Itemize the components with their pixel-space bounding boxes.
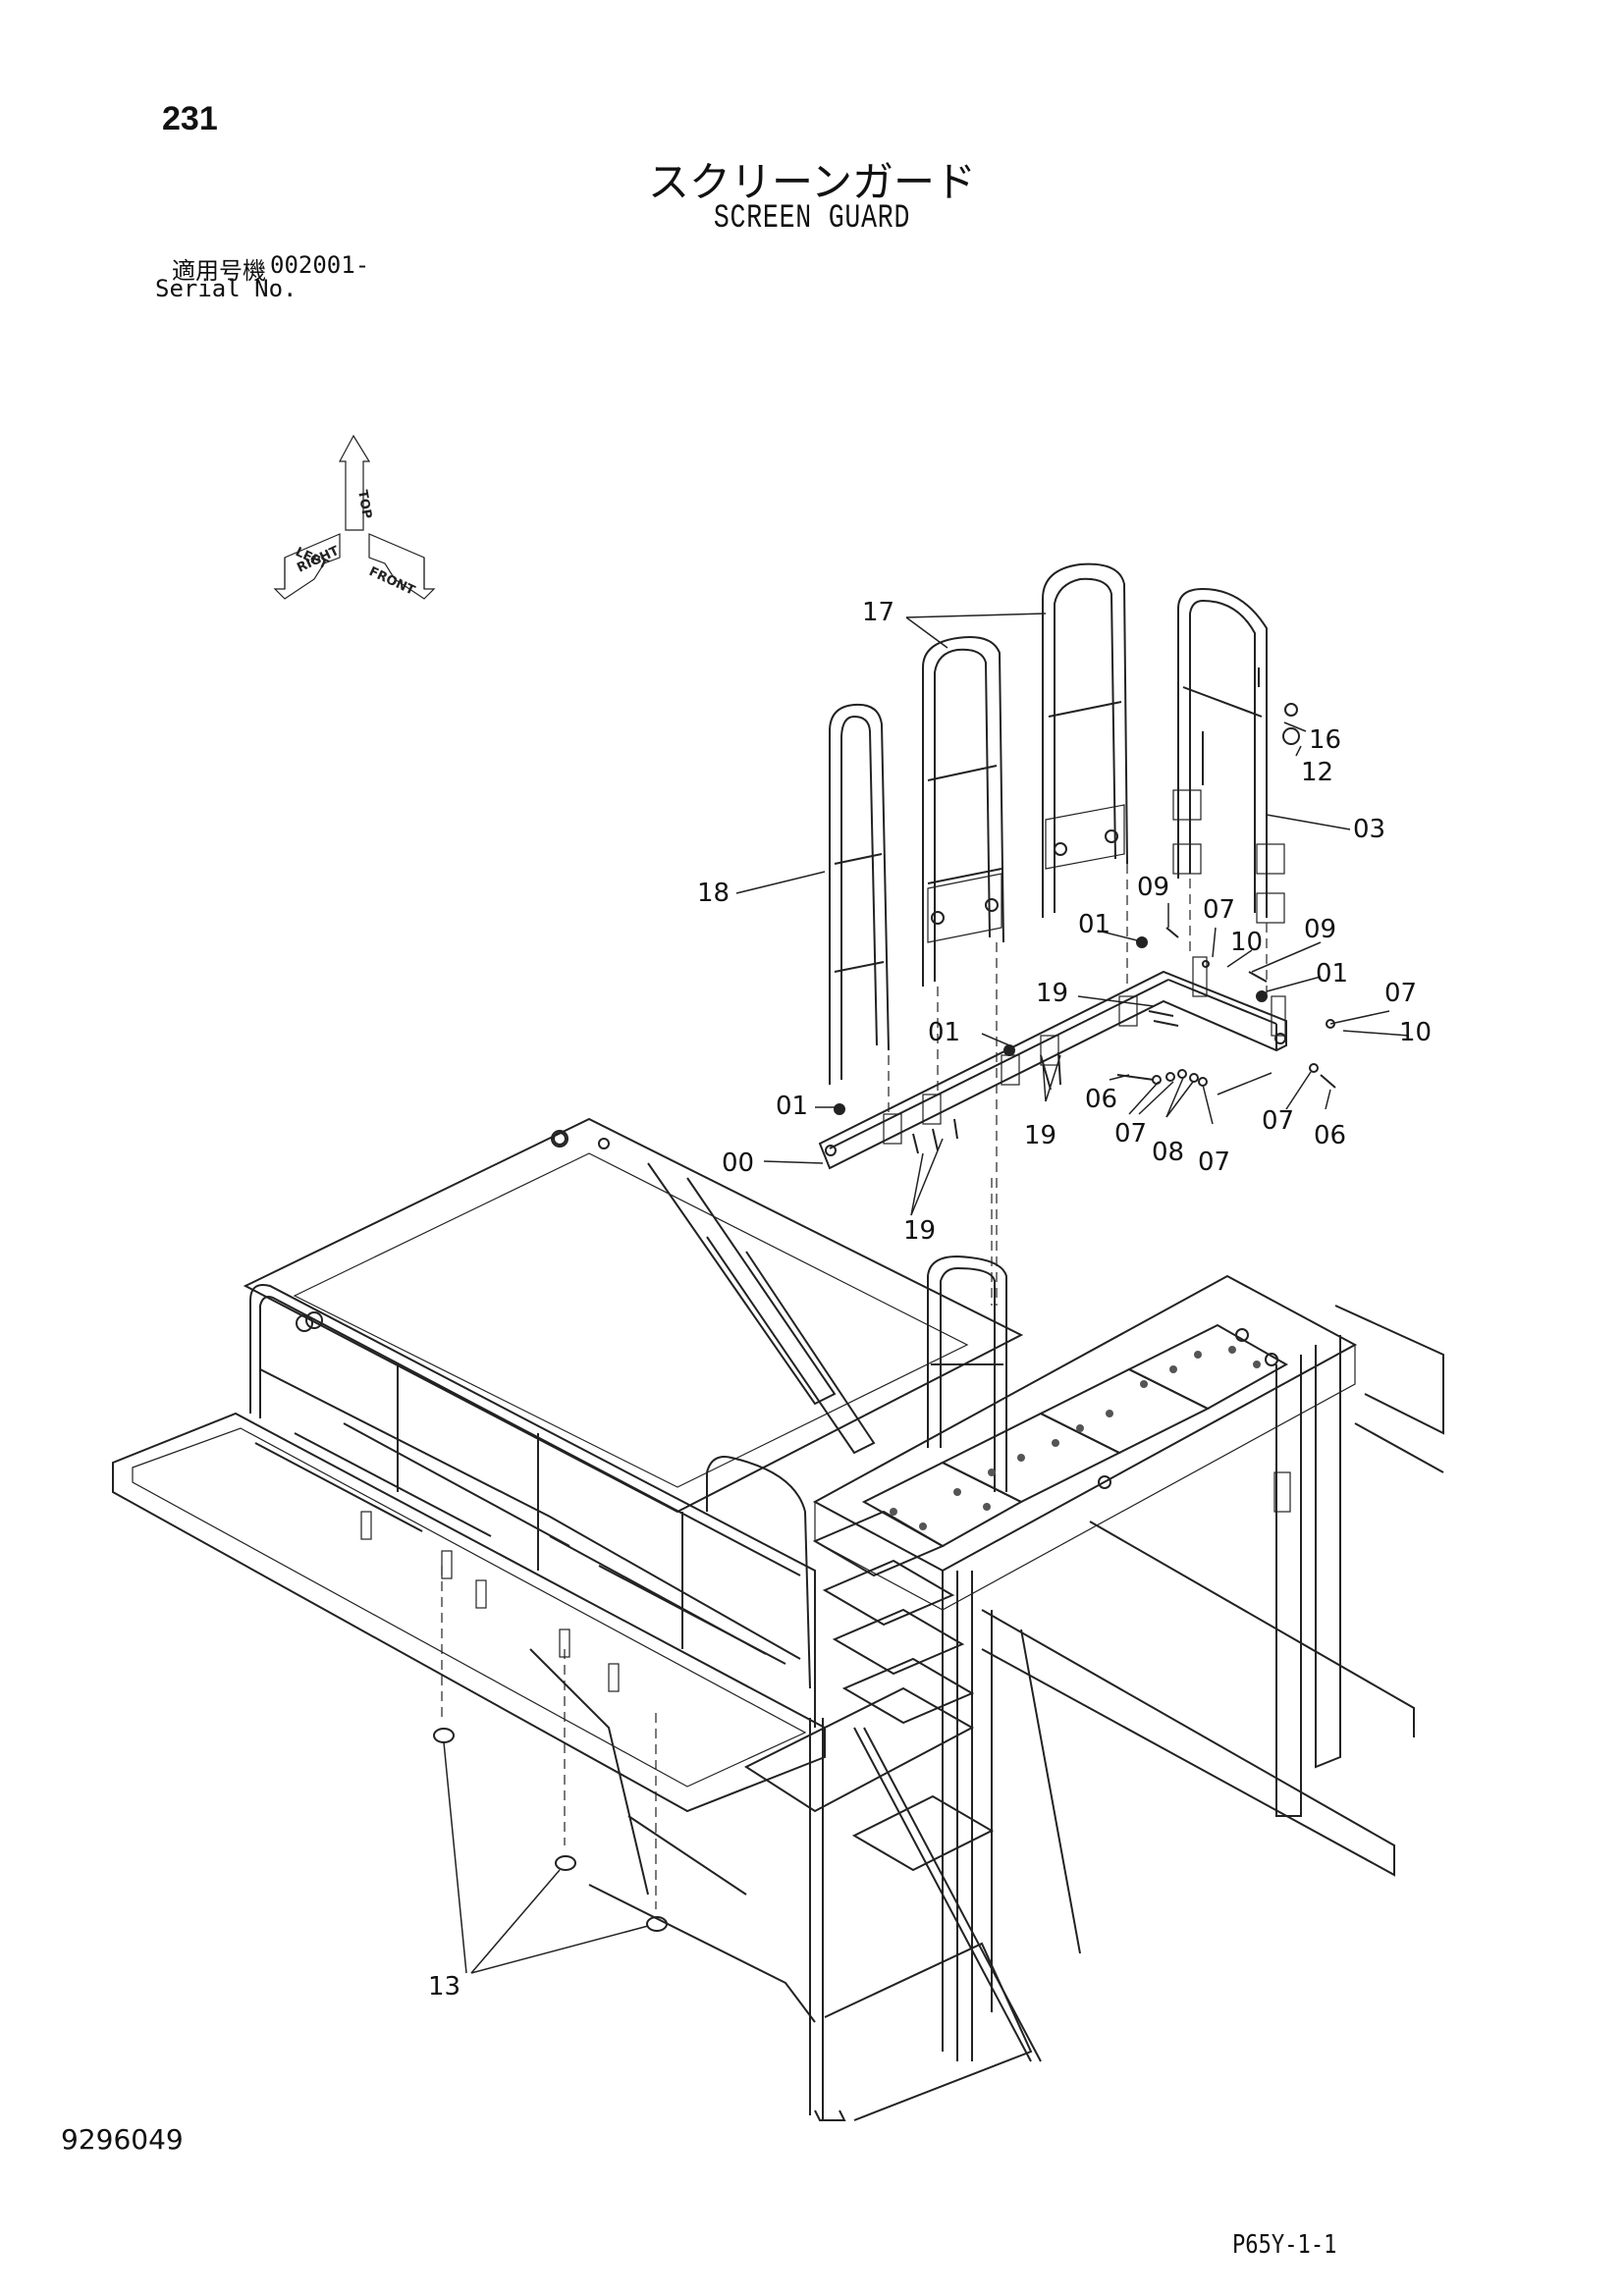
guard-frame-03	[1172, 587, 1285, 924]
callout-07-e: 07	[1262, 1106, 1294, 1136]
callout-01-c: 01	[928, 1018, 960, 1047]
hardware-bolts	[834, 703, 1336, 1154]
callout-19-b: 19	[1024, 1121, 1056, 1150]
callout-00: 00	[722, 1148, 754, 1178]
callout-01-d: 01	[776, 1092, 808, 1121]
callout-08: 08	[1152, 1138, 1184, 1167]
callout-06-b: 06	[1314, 1121, 1346, 1150]
callout-01-a: 01	[1078, 910, 1110, 939]
document-code: 9296049	[61, 2123, 184, 2156]
page-title-japanese: スクリーンガード	[648, 158, 976, 206]
callout-13: 13	[428, 1972, 460, 2002]
serial-number-value: 002001-	[270, 251, 370, 279]
callout-09-a: 09	[1137, 873, 1169, 902]
callout-12: 12	[1301, 758, 1333, 787]
callout-01-b: 01	[1316, 959, 1348, 988]
callout-07-c: 07	[1114, 1119, 1147, 1148]
machine-structure	[112, 1117, 1444, 2121]
page-number: 231	[162, 100, 218, 137]
serial-label-english: Serial No.	[155, 275, 298, 302]
callout-10-b: 10	[1399, 1018, 1432, 1047]
callout-17: 17	[862, 598, 894, 627]
callout-19-c: 19	[903, 1216, 936, 1246]
callout-09-b: 09	[1304, 915, 1336, 944]
orientation-top-label: TOP	[354, 489, 374, 520]
base-channel-00	[818, 956, 1287, 1170]
callout-10-a: 10	[1230, 928, 1263, 957]
callout-18: 18	[697, 879, 730, 908]
page-title-english: SCREEN GUARD	[713, 200, 911, 238]
callout-06-a: 06	[1085, 1085, 1117, 1114]
callout-labels: 17 16 12 03 18 09 01 07 10 09 01 07 10 1…	[428, 598, 1432, 2002]
sheet-code: P65Y-1-1	[1232, 2230, 1337, 2260]
leader-lines	[443, 613, 1410, 1974]
callout-07-a: 07	[1203, 895, 1235, 925]
callout-07-d: 07	[1198, 1148, 1230, 1177]
guard-panel-17b	[1042, 562, 1128, 918]
callout-03: 03	[1353, 815, 1385, 844]
assembly-dash-lines	[441, 864, 1268, 1909]
callout-19-a: 19	[1036, 979, 1068, 1008]
serial-label-japanese: 適用号機	[172, 257, 266, 285]
guard-panel-18	[829, 703, 890, 1085]
orientation-indicator: TOP LEFT RIGHT FRONT	[273, 434, 436, 600]
callout-16: 16	[1309, 725, 1341, 755]
orientation-front-label: FRONT	[366, 564, 416, 599]
guard-panel-17a	[922, 636, 1004, 987]
callout-07-b: 07	[1384, 979, 1417, 1008]
